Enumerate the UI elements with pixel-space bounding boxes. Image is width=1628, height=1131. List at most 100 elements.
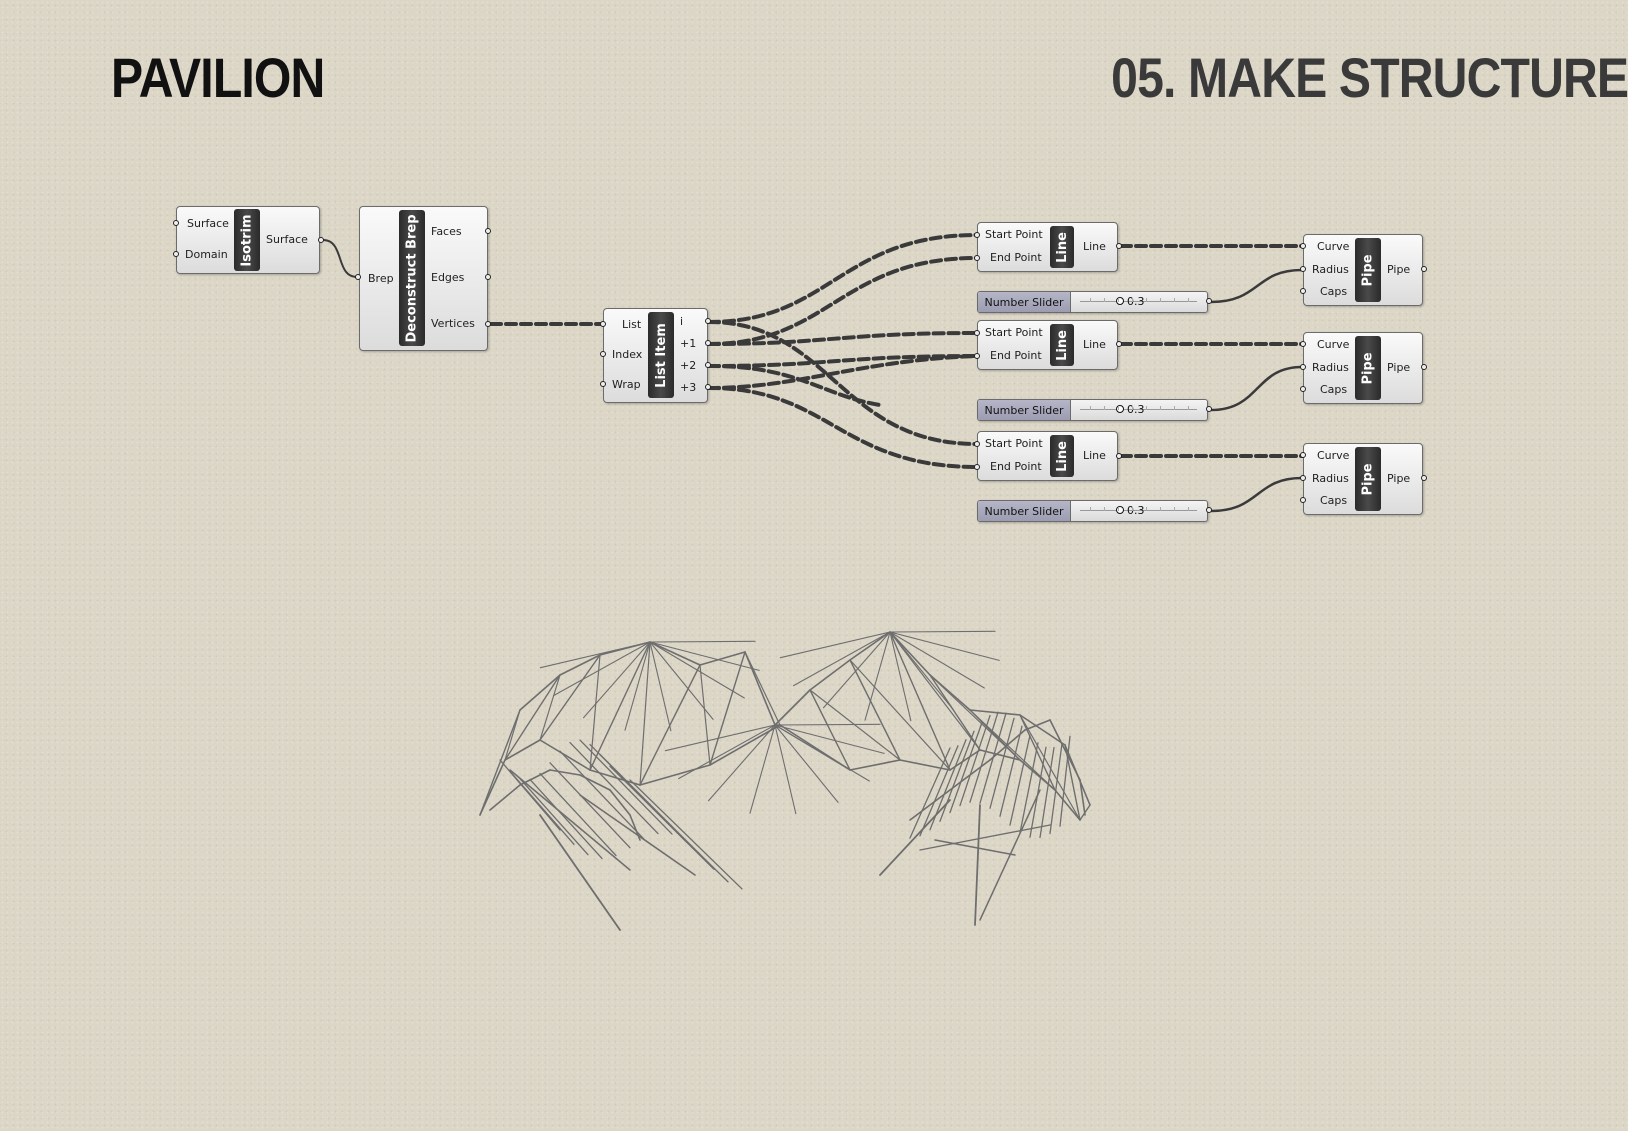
- wire-slider2-to-pipe2[interactable]: [1210, 365, 1303, 412]
- line-component-1[interactable]: Start Point End Point Line Line: [977, 222, 1118, 272]
- structure-member: [849, 659, 901, 761]
- pipe2-radius-port[interactable]: [1300, 364, 1306, 370]
- pipe-component-2[interactable]: Curve Radius Caps Pipe Pipe: [1303, 332, 1423, 404]
- line2-end-port[interactable]: [974, 353, 980, 359]
- wire-slider1-to-pipe1[interactable]: [1210, 268, 1303, 304]
- slider3-knob[interactable]: [1116, 506, 1124, 514]
- slider-tick: [1118, 298, 1119, 302]
- line-component-3[interactable]: Start Point End Point Line Line: [977, 431, 1118, 481]
- structure-member: [504, 709, 521, 761]
- structure-member: [979, 749, 1021, 761]
- wire-1-to-line2-start[interactable]: [707, 331, 979, 346]
- pipe1-curve-port[interactable]: [1300, 243, 1306, 249]
- line1-output-port[interactable]: [1116, 243, 1122, 249]
- wire-2-to-line2-start-b[interactable]: [707, 364, 882, 407]
- pipe1-caps-port[interactable]: [1300, 288, 1306, 294]
- line2-output-port[interactable]: [1116, 341, 1122, 347]
- structure-member: [709, 651, 746, 766]
- pipe1-output-port[interactable]: [1421, 266, 1427, 272]
- deconstruct-brep-component[interactable]: Brep Deconstruct Brep Faces Edges Vertic…: [359, 206, 488, 351]
- structure-member: [539, 674, 561, 741]
- structure-member: [1019, 714, 1066, 746]
- slider1-track[interactable]: [1080, 301, 1197, 302]
- line1-end-port[interactable]: [974, 255, 980, 261]
- line1-start-port[interactable]: [974, 232, 980, 238]
- line2-badge: Line: [1050, 324, 1074, 366]
- structure-member: [589, 641, 651, 771]
- brep-input-port[interactable]: [355, 274, 361, 280]
- number-slider-2[interactable]: Number Slider 0.3: [977, 399, 1208, 421]
- wire-i-to-line3-start[interactable]: [707, 320, 979, 446]
- slider-tick: [1188, 406, 1189, 410]
- number-slider-1[interactable]: Number Slider 0.3: [977, 291, 1208, 313]
- wire-3-to-line3-end[interactable]: [707, 386, 979, 469]
- vertices-output-port[interactable]: [485, 321, 491, 327]
- wire-slider3-to-pipe3[interactable]: [1210, 476, 1303, 513]
- line3-input-start: Start Point: [985, 437, 1043, 450]
- structure-member: [744, 651, 776, 726]
- slider-tick: [1132, 406, 1133, 410]
- plus3-output-port[interactable]: [705, 384, 711, 390]
- wire-1-to-line1-end[interactable]: [707, 256, 979, 346]
- slider1-knob[interactable]: [1116, 297, 1124, 305]
- structure-member: [889, 631, 954, 710]
- slider1-output-port[interactable]: [1206, 298, 1212, 304]
- isotrim-input-surface: Surface: [187, 217, 229, 230]
- line-component-2[interactable]: Start Point End Point Line Line: [977, 320, 1118, 370]
- structure-member: [849, 659, 951, 771]
- slider2-output-port[interactable]: [1206, 406, 1212, 412]
- number-slider-3[interactable]: Number Slider 0.3: [977, 500, 1208, 522]
- list-output-plus1: +1: [680, 337, 697, 350]
- line3-output-port[interactable]: [1116, 453, 1122, 459]
- structure-member: [989, 717, 1015, 809]
- pipe3-output-port[interactable]: [1421, 475, 1427, 481]
- plus2-output-port[interactable]: [705, 362, 711, 368]
- pipe2-output-port[interactable]: [1421, 364, 1427, 370]
- plus1-output-port[interactable]: [705, 340, 711, 346]
- wire-i-to-line1-start[interactable]: [707, 233, 979, 324]
- faces-output-port[interactable]: [485, 228, 491, 234]
- list-input-port[interactable]: [600, 321, 606, 327]
- slider2-track[interactable]: [1080, 409, 1197, 410]
- isotrim-domain-input-port[interactable]: [173, 251, 179, 257]
- structure-member: [709, 724, 781, 766]
- list-item-component[interactable]: List Index Wrap List Item i +1 +2 +3: [603, 308, 708, 403]
- pipe1-input-radius: Radius: [1312, 263, 1349, 276]
- structure-member: [809, 689, 851, 771]
- index-input-port[interactable]: [600, 351, 606, 357]
- slider-tick: [1160, 507, 1161, 511]
- isotrim-surface-input-port[interactable]: [173, 220, 179, 226]
- slider2-knob[interactable]: [1116, 405, 1124, 413]
- line2-start-port[interactable]: [974, 330, 980, 336]
- pipe3-radius-port[interactable]: [1300, 475, 1306, 481]
- isotrim-surface-output-port[interactable]: [318, 237, 324, 243]
- slider3-track[interactable]: [1080, 510, 1197, 511]
- pipe-component-1[interactable]: Curve Radius Caps Pipe Pipe: [1303, 234, 1423, 306]
- wire-2-to-line2-end[interactable]: [707, 354, 979, 368]
- edges-output-port[interactable]: [485, 274, 491, 280]
- line3-output: Line: [1083, 449, 1106, 462]
- pipe2-curve-port[interactable]: [1300, 341, 1306, 347]
- wire-isotrim-to-brep[interactable]: [322, 239, 358, 278]
- line3-end-port[interactable]: [974, 464, 980, 470]
- pipe1-radius-port[interactable]: [1300, 266, 1306, 272]
- pipe-component-3[interactable]: Curve Radius Caps Pipe Pipe: [1303, 443, 1423, 515]
- structure-member: [589, 654, 601, 771]
- slider3-output-port[interactable]: [1206, 507, 1212, 513]
- pipe3-curve-port[interactable]: [1300, 452, 1306, 458]
- structure-member: [774, 724, 885, 754]
- structure-member: [889, 631, 951, 771]
- isotrim-component[interactable]: Surface Domain Isotrim Surface: [176, 206, 320, 274]
- structure-member: [974, 804, 981, 926]
- i-output-port[interactable]: [705, 318, 711, 324]
- structure-member: [934, 839, 1016, 856]
- structure-member: [539, 739, 591, 771]
- slider-tick: [1174, 298, 1175, 302]
- pipe2-caps-port[interactable]: [1300, 386, 1306, 392]
- structure-member: [619, 775, 729, 883]
- wrap-input-port[interactable]: [600, 381, 606, 387]
- line3-start-port[interactable]: [974, 441, 980, 447]
- wire-3-to-line2-end-b[interactable]: [707, 354, 979, 390]
- pipe3-caps-port[interactable]: [1300, 497, 1306, 503]
- pipe3-input-caps: Caps: [1320, 494, 1348, 507]
